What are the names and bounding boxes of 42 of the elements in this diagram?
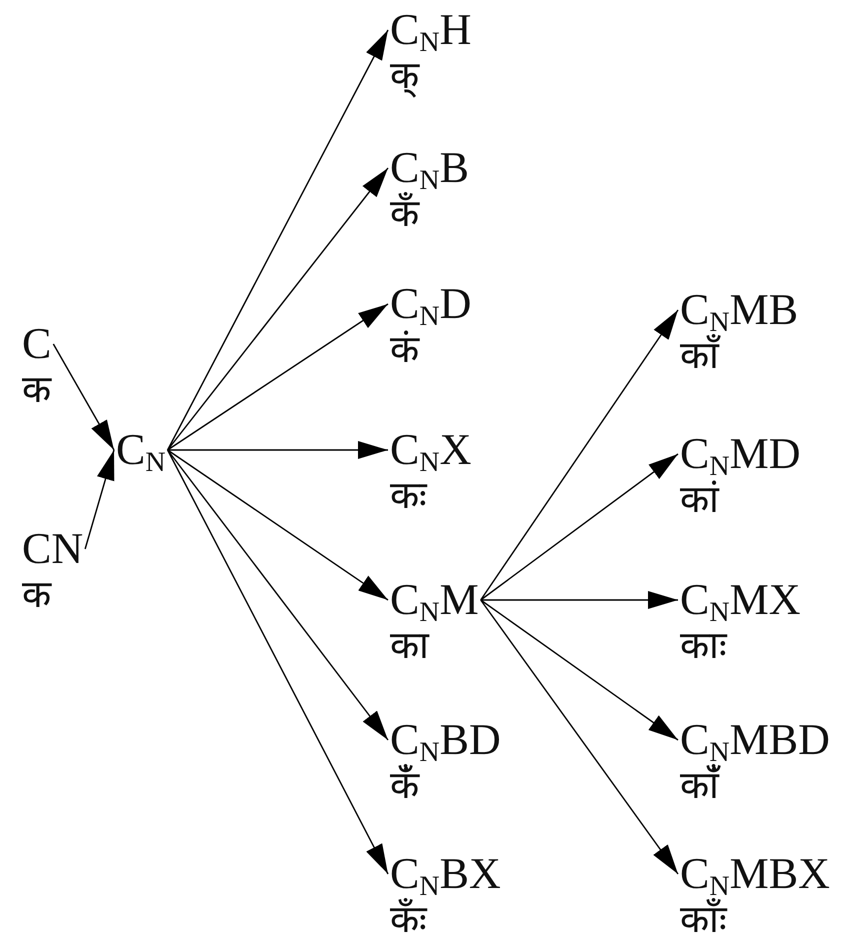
symbol-label: C$_{N}$M	[390, 578, 479, 622]
syllable-label: कं	[390, 330, 421, 368]
arrow	[480, 453, 678, 601]
syllable-label: काः	[680, 626, 728, 664]
symbol-label: C$_{N}$BX	[390, 852, 501, 896]
syllable-label: कँ	[390, 194, 421, 232]
symbol-label: C$_{N}$BD	[390, 718, 501, 762]
symbol-label: C$_{N}$MBD	[680, 718, 830, 762]
arrow	[480, 599, 678, 741]
symbol-label: CN	[22, 527, 84, 571]
arrow	[166, 450, 389, 874]
arrow	[480, 600, 679, 874]
syllable-label: कँं	[390, 766, 421, 804]
symbol-label: C$_{N}$D	[390, 282, 472, 326]
symbol-label: C$_{N}$MD	[680, 432, 800, 476]
arrow	[167, 449, 388, 601]
arrow	[168, 441, 388, 459]
symbol-label: C$_{N}$X	[390, 428, 472, 472]
symbol-label: C$_{N}$MBX	[680, 852, 830, 896]
arrow	[84, 450, 115, 550]
syllable-label: क	[22, 370, 52, 408]
syllable-label: कां	[680, 480, 720, 518]
syllable-label: क	[22, 575, 53, 613]
syllable-label: काँं	[680, 766, 722, 804]
syllable-label: कः	[390, 476, 428, 514]
symbol-label: C$_{N}$B	[390, 146, 469, 190]
symbol-label: C$_{N}$MX	[680, 578, 800, 622]
arrow	[52, 344, 115, 450]
symbol-label: C$_{N}$MB	[680, 288, 798, 332]
syllable-label: काँः	[680, 900, 728, 934]
arrow	[480, 591, 678, 609]
symbol-label: C	[22, 322, 52, 366]
syllable-label: कँः	[390, 900, 428, 934]
syllable-label: का	[390, 626, 430, 664]
arrow	[166, 30, 389, 450]
symbol-label: C$_{N}$H	[390, 8, 472, 52]
syllable-label: काँ	[680, 336, 722, 374]
symbol-label: C$_{N}$	[116, 428, 166, 472]
arrow	[480, 310, 679, 600]
arrow	[167, 303, 388, 451]
arrow	[167, 168, 389, 450]
arrow	[167, 450, 389, 740]
